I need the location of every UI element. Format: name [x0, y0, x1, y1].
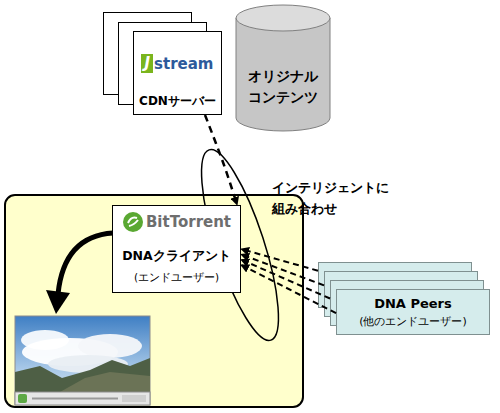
- logo-text: stream: [154, 56, 213, 73]
- dashed-connector: [205, 115, 237, 205]
- client-environment-band: [5, 195, 303, 407]
- video-cloud: [78, 334, 142, 358]
- node-title: DNA Peers: [374, 296, 452, 311]
- display-arrow-head: [46, 290, 70, 314]
- cylinder-text-area: オリジナル コンテンツ: [235, 66, 331, 108]
- jstream-logo: Jstream: [141, 51, 213, 73]
- video-progress: [32, 398, 118, 400]
- dashed-connector: [241, 260, 330, 299]
- video-mountain: [60, 372, 150, 392]
- logo-circle: [123, 212, 143, 232]
- dashed-connector: [241, 254, 324, 285]
- peer-card: DNA Peers (他のエンドユーザー): [336, 289, 490, 335]
- video-player: [15, 316, 150, 405]
- cylinder-body: [236, 18, 330, 131]
- cylinder-top: [236, 5, 330, 31]
- logo-text: BitTorrent: [146, 213, 231, 231]
- node-title: CDNサーバー: [139, 93, 216, 110]
- peer-stack: DNA Peers (他のエンドユーザー): [318, 262, 490, 335]
- node-subtitle: (他のエンドユーザー): [359, 314, 467, 329]
- display-arrow: [58, 233, 113, 294]
- node-subtitle: (エンドユーザー): [134, 271, 219, 285]
- video-volume: [122, 395, 146, 402]
- video-sky: [15, 316, 150, 405]
- logo-mark: J: [141, 54, 153, 73]
- cdn-server-stack: JstreamCDNサーバー: [103, 12, 223, 115]
- logo-swirl: [128, 218, 138, 226]
- video-play-button: [18, 394, 27, 403]
- dashed-connector: [241, 265, 336, 313]
- node-title: オリジナル コンテンツ: [243, 66, 323, 108]
- bittorrent-logo: BitTorrent: [122, 211, 231, 233]
- combination-label: インテリジェントに 組み合わせ: [272, 177, 394, 219]
- content-database: オリジナル コンテンツ: [235, 4, 331, 132]
- node-title: DNAクライアント: [122, 248, 231, 265]
- video-mountain: [15, 358, 150, 392]
- logo-icon: [122, 211, 144, 233]
- server-card: JstreamCDNサーバー: [133, 31, 222, 115]
- client-box: BitTorrentDNAクライアント (エンドユーザー): [112, 205, 241, 293]
- video-control-bar: [15, 392, 150, 405]
- dashed-connector: [241, 249, 318, 271]
- video-cloud: [21, 330, 69, 350]
